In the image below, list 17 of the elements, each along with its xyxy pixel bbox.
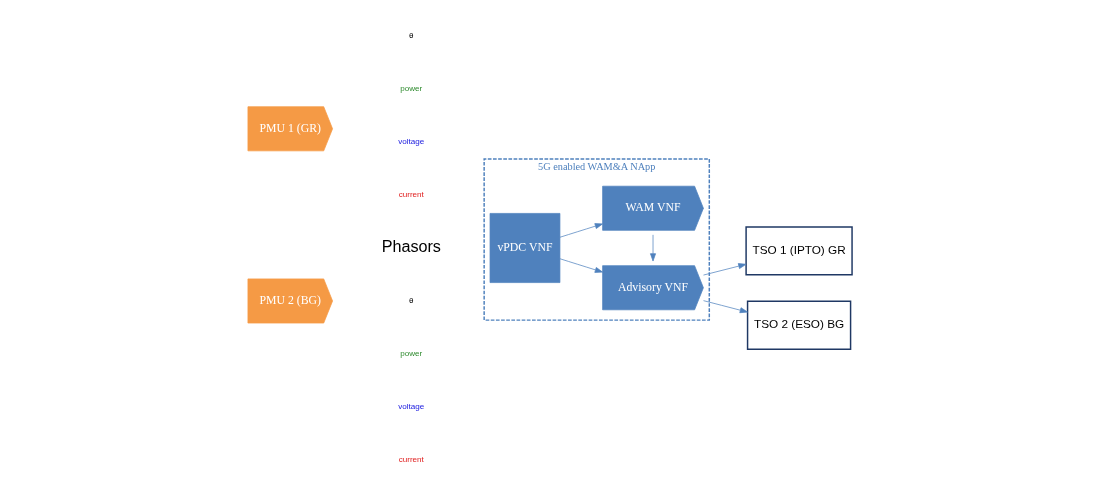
node-box: TSO 1 (IPTO) GR — [744, 226, 853, 276]
label: power — [399, 349, 422, 359]
label: current — [398, 454, 424, 464]
label: current — [398, 190, 424, 200]
arrow — [702, 263, 746, 276]
label: voltage — [397, 402, 424, 411]
label: θ — [408, 31, 414, 41]
label: voltage — [397, 137, 424, 147]
label: θ — [408, 296, 414, 306]
arrow — [559, 223, 603, 238]
arrow — [649, 234, 656, 262]
arrow — [702, 300, 748, 314]
node-box: TSO 2 (ESO) BG — [746, 300, 851, 350]
label: Phasors — [381, 237, 441, 256]
node-box: vPDC VNF — [489, 213, 560, 283]
label: power — [399, 84, 422, 94]
arrow — [559, 258, 603, 273]
